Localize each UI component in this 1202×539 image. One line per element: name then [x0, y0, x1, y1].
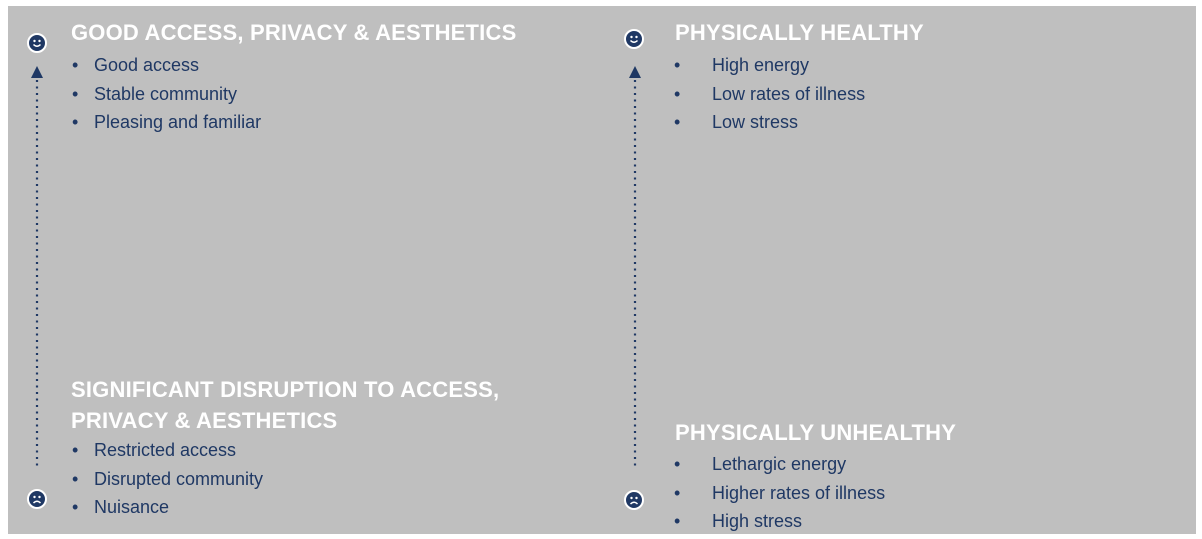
sad-face-icon	[27, 489, 47, 509]
heading-significant-disruption-line1: SIGNIFICANT DISRUPTION TO ACCESS,	[71, 377, 500, 402]
heading-significant-disruption-line2: PRIVACY & AESTHETICS	[71, 408, 338, 433]
physically-unhealthy-list: •Lethargic energy •Higher rates of illne…	[674, 450, 885, 536]
upward-dotted-arrow-icon	[31, 66, 43, 468]
happy-face-icon	[27, 33, 47, 53]
list-item: •High stress	[674, 511, 803, 531]
heading-physically-healthy: PHYSICALLY HEALTHY	[675, 20, 924, 45]
happy-face-icon	[624, 29, 644, 49]
physically-healthy-list: •High energy •Low rates of illness •Low …	[674, 51, 865, 137]
list-item: •Low stress	[674, 112, 799, 132]
list-item: •High energy	[674, 55, 810, 75]
list-item: •Pleasing and familiar	[72, 112, 262, 132]
list-item: •Lethargic energy	[674, 454, 847, 474]
good-access-list: •Good access •Stable community •Pleasing…	[72, 51, 261, 137]
list-item: •Disrupted community	[72, 468, 264, 489]
heading-good-access: GOOD ACCESS, PRIVACY & AESTHETICS	[71, 20, 517, 45]
list-item: •Good access	[72, 55, 200, 75]
list-item: •Low rates of illness	[674, 83, 866, 104]
sad-face-icon	[624, 490, 644, 510]
disruption-list: •Restricted access •Disrupted community …	[72, 436, 263, 522]
upward-dotted-arrow-icon	[629, 66, 641, 468]
list-item: •Stable community	[72, 83, 238, 104]
heading-physically-unhealthy: PHYSICALLY UNHEALTHY	[675, 420, 957, 445]
list-item: •Nuisance	[72, 497, 170, 517]
list-item: •Higher rates of illness	[674, 482, 886, 503]
list-item: •Restricted access	[72, 440, 237, 460]
diagram-panel	[8, 6, 1196, 534]
